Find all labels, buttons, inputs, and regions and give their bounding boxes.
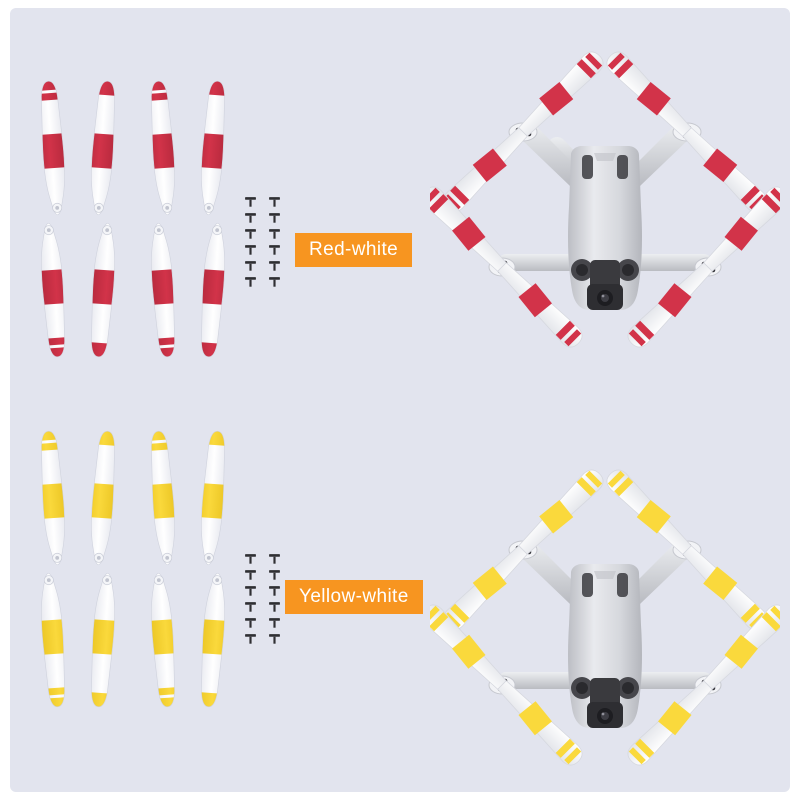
screw-icon: [244, 228, 256, 239]
propeller-blade-icon: [31, 569, 75, 711]
screw-group-red-white: [238, 193, 286, 293]
screw-icon: [268, 244, 280, 255]
screw-icon: [244, 212, 256, 223]
drone-icon-yellow-white: [430, 440, 780, 792]
screw-icon: [244, 617, 256, 628]
screw-icon: [268, 633, 280, 644]
propeller-blade-icon: [141, 219, 185, 361]
screw-icon: [268, 617, 280, 628]
screw-icon: [268, 196, 280, 207]
variant-section-yellow-white: Yellow-white: [10, 400, 790, 792]
screw-icon: [268, 585, 280, 596]
screw-icon: [268, 260, 280, 271]
screw-icon: [244, 244, 256, 255]
propeller-blade-icon: [81, 219, 125, 361]
variant-section-red-white: Red-white: [10, 8, 790, 400]
drone-icon-red-white: [430, 22, 780, 382]
screw-group-yellow-white: [238, 550, 286, 650]
propeller-blade-icon: [191, 77, 235, 219]
propeller-blade-icon: [191, 569, 235, 711]
screw-icon: [268, 601, 280, 612]
propeller-blade-icon: [141, 77, 185, 219]
propeller-blade-icon: [141, 427, 185, 569]
propeller-blade-icon: [31, 427, 75, 569]
screw-icon: [268, 569, 280, 580]
screw-icon: [244, 601, 256, 612]
screw-icon: [268, 553, 280, 564]
screw-icon: [244, 196, 256, 207]
screw-icon: [244, 260, 256, 271]
screw-icon: [244, 585, 256, 596]
propeller-blade-icon: [81, 427, 125, 569]
propeller-blade-icon: [81, 77, 125, 219]
screw-icon: [268, 212, 280, 223]
propeller-set-yellow-white: [28, 418, 238, 718]
propeller-set-red-white: [28, 68, 238, 368]
screw-icon: [244, 633, 256, 644]
variant-label-red-white: Red-white: [295, 233, 413, 267]
propeller-blade-icon: [81, 569, 125, 711]
screw-icon: [244, 569, 256, 580]
propeller-blade-icon: [141, 569, 185, 711]
propeller-blade-icon: [31, 219, 75, 361]
screw-icon: [244, 553, 256, 564]
screw-icon: [268, 228, 280, 239]
screw-icon: [268, 276, 280, 287]
product-image: Red-white: [10, 8, 790, 792]
propeller-blade-icon: [31, 77, 75, 219]
propeller-blade-icon: [191, 427, 235, 569]
propeller-blade-icon: [191, 219, 235, 361]
screw-icon: [244, 276, 256, 287]
variant-label-yellow-white: Yellow-white: [285, 580, 423, 614]
